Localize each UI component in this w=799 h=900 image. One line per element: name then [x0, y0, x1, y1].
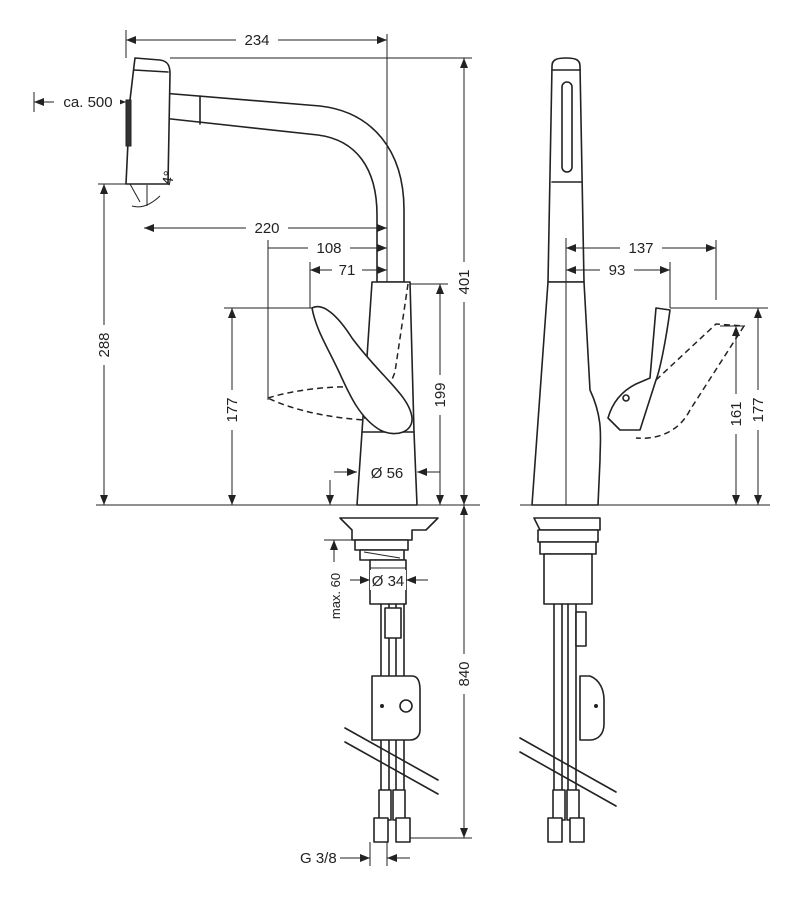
dim-spout-reach: 220	[254, 220, 279, 237]
side-lever-dashed	[635, 323, 746, 439]
side-mounting-nut	[543, 553, 593, 605]
control-box	[371, 675, 421, 741]
control-box-screw	[380, 704, 384, 708]
spray-head-cap-line	[133, 69, 169, 73]
dim-overall-width: 234	[244, 32, 269, 49]
spray-axis	[129, 183, 141, 203]
dim-max-thickness: max. 60	[328, 573, 343, 619]
dim-spray-angle: 4°	[159, 170, 178, 187]
side-break-line-2	[519, 751, 617, 807]
dim-lever-reach: 108	[316, 240, 341, 257]
front-view	[125, 34, 439, 843]
hoses-front	[373, 603, 411, 843]
side-spray-button	[561, 81, 573, 173]
dim-body-height: 199	[432, 382, 449, 407]
thread-line	[363, 551, 401, 559]
side-dimensions: 137 93 161 177	[520, 238, 770, 506]
dim-total-height: 401	[456, 269, 473, 294]
spray-button	[125, 99, 132, 147]
dim-lever-height-front: 177	[224, 397, 241, 422]
side-lever	[607, 307, 671, 431]
side-base-washer	[537, 529, 599, 543]
front-dimensions: 234 ca. 500 4° 220 108 71	[33, 30, 480, 867]
control-box-vent	[399, 699, 413, 713]
base-washer	[354, 539, 409, 551]
side-base-plate	[533, 517, 601, 531]
dim-hose-length: 840	[456, 661, 473, 686]
side-control-box-screw	[594, 704, 598, 708]
dim-hole-diameter: Ø 34	[372, 573, 405, 590]
dim-connection-thread: G 3/8	[300, 850, 337, 867]
lever-dashed-down	[265, 386, 366, 421]
lever-handle	[311, 305, 413, 435]
dim-side-reach: 93	[609, 262, 626, 279]
dim-pullout-length: ca. 500	[63, 94, 112, 111]
break-line-2	[344, 741, 439, 795]
side-lever-pivot	[622, 394, 630, 402]
side-base-thread	[539, 541, 597, 555]
break-line-1	[344, 727, 439, 781]
dim-spout-height: 288	[96, 332, 113, 357]
dim-side-reach-max: 137	[628, 240, 653, 257]
dim-lever-offset: 71	[339, 262, 356, 279]
side-control-box	[579, 675, 605, 741]
dim-side-lever-height-max: 177	[750, 397, 767, 422]
dim-base-diameter: Ø 56	[371, 465, 404, 482]
spray-head	[125, 57, 171, 185]
base-plate	[339, 517, 439, 541]
hoses-side	[547, 603, 587, 843]
side-break-line-1	[519, 737, 617, 793]
spout-arm	[149, 91, 405, 283]
side-view	[519, 57, 746, 843]
dim-side-lever-height: 161	[728, 401, 745, 426]
